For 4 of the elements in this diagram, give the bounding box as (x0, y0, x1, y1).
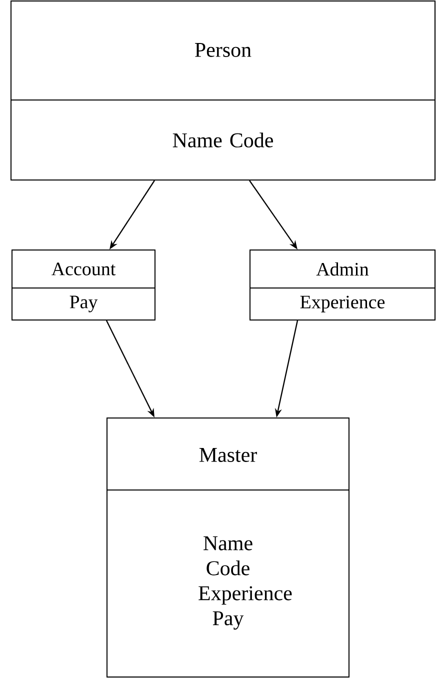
class-box: Person Name Code (10, 0, 436, 180)
class-box: Admin Experience (250, 250, 436, 320)
class-box: Master Name Code Experience Pay (106, 418, 350, 678)
class-box: Account Pay (12, 250, 156, 320)
